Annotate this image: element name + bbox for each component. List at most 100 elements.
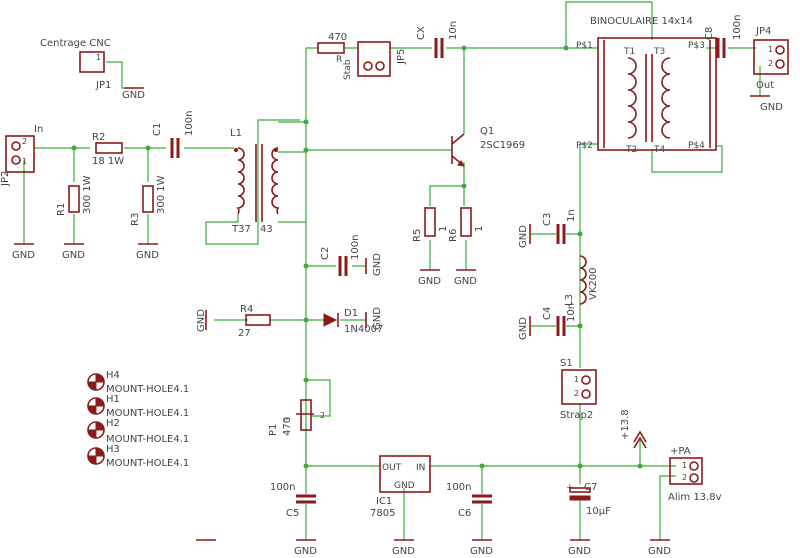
svg-text:1: 1 — [682, 461, 687, 470]
svg-text:10n: 10n — [448, 21, 459, 40]
svg-text:MOUNT-HOLE4.1: MOUNT-HOLE4.1 — [106, 408, 189, 419]
resistor-r5: R5 1 — [412, 207, 449, 242]
svg-text:+PA: +PA — [670, 446, 691, 457]
svg-text:R5: R5 — [412, 229, 423, 242]
svg-text:1: 1 — [22, 157, 27, 166]
svg-text:R4: R4 — [240, 304, 253, 315]
capacitor-c4: C4 10n — [542, 303, 577, 336]
svg-text:2SC1969: 2SC1969 — [480, 140, 525, 151]
svg-text:Strap2: Strap2 — [560, 410, 593, 421]
svg-text:2: 2 — [768, 59, 773, 68]
capacitor-c3: C3 1n — [542, 209, 577, 244]
svg-text:1: 1 — [474, 226, 485, 232]
svg-text:GND: GND — [518, 225, 529, 248]
svg-text:T37: T37 — [231, 224, 251, 235]
svg-text:C8: C8 — [704, 27, 715, 40]
connector-pa: +PA 1 2 Alim 13.8v — [668, 446, 722, 503]
svg-text:300 1W: 300 1W — [156, 175, 167, 214]
capacitor-c7: + C7 10µF — [566, 482, 611, 517]
svg-text:JP1: JP1 — [95, 80, 111, 91]
svg-text:GND: GND — [392, 546, 415, 557]
svg-text:VK200: VK200 — [588, 268, 599, 301]
svg-text:100n: 100n — [732, 15, 743, 40]
resistor-r3: R3 300 1W — [130, 175, 167, 226]
svg-text:MOUNT-HOLE4.1: MOUNT-HOLE4.1 — [106, 384, 189, 395]
svg-text:GND: GND — [418, 276, 441, 287]
svg-text:C7: C7 — [584, 482, 597, 493]
svg-text:P$1: P$1 — [576, 41, 593, 51]
capacitor-c6: 100n C6 — [446, 482, 492, 519]
inductor-l3: L3 VK200 — [564, 255, 599, 306]
connector-jp1: Centrage CNC 1 JP1 — [40, 38, 111, 91]
svg-text:2: 2 — [320, 411, 325, 420]
svg-text:+: + — [566, 483, 574, 493]
svg-text:P$2: P$2 — [576, 141, 593, 151]
mounting-holes: H4 MOUNT-HOLE4.1 H1 MOUNT-HOLE4.1 H2 MOU… — [87, 370, 189, 469]
svg-text:JP5: JP5 — [396, 49, 407, 65]
svg-text:10n: 10n — [566, 303, 577, 322]
svg-text:H3: H3 — [106, 444, 120, 455]
capacitor-c2: C2 100n — [320, 235, 361, 276]
mount-hole-h1: H1 MOUNT-HOLE4.1 — [87, 394, 189, 419]
svg-text:GND: GND — [122, 90, 145, 101]
svg-text:IC1: IC1 — [376, 496, 392, 507]
svg-text:7805: 7805 — [370, 508, 395, 519]
svg-text:Out: Out — [756, 80, 774, 91]
svg-text:MOUNT-HOLE4.1: MOUNT-HOLE4.1 — [106, 434, 189, 445]
svg-text:OUT: OUT — [382, 463, 402, 473]
svg-text:GND: GND — [372, 253, 383, 276]
svg-text:P1: P1 — [268, 424, 279, 436]
svg-text:100n: 100n — [270, 482, 295, 493]
svg-text:470: 470 — [282, 417, 293, 436]
svg-text:C1: C1 — [152, 123, 163, 136]
svg-text:CX: CX — [416, 26, 427, 40]
svg-text:C2: C2 — [320, 247, 331, 260]
svg-text:GND: GND — [294, 546, 317, 557]
svg-text:L3: L3 — [564, 294, 575, 306]
svg-text:R6: R6 — [448, 229, 459, 242]
svg-text:D1: D1 — [344, 308, 358, 319]
svg-text:BINOCULAIRE 14x14: BINOCULAIRE 14x14 — [590, 16, 693, 27]
svg-text:T3: T3 — [653, 47, 665, 57]
svg-text:3: 3 — [283, 417, 292, 422]
svg-text:470: 470 — [328, 32, 347, 43]
capacitor-cx: CX 10n — [416, 21, 459, 58]
svg-text:GND: GND — [12, 250, 35, 261]
svg-text:MOUNT-HOLE4.1: MOUNT-HOLE4.1 — [106, 458, 189, 469]
connector-jp2: In 2 1 JP2 — [0, 124, 43, 187]
svg-text:GND: GND — [196, 309, 207, 332]
svg-text:Stab: Stab — [343, 59, 353, 80]
svg-text:R1: R1 — [56, 203, 67, 216]
resistor-r1: R1 300 1W — [56, 175, 93, 216]
resistor-470: 470 R Stab — [317, 32, 353, 80]
svg-text:GND: GND — [454, 276, 477, 287]
svg-text:H1: H1 — [106, 394, 120, 405]
svg-text:1: 1 — [438, 226, 449, 232]
svg-text:1: 1 — [768, 45, 773, 54]
svg-text:GND: GND — [394, 481, 415, 491]
mount-hole-h2: H2 MOUNT-HOLE4.1 — [87, 418, 189, 445]
svg-text:In: In — [34, 124, 43, 135]
svg-text:100n: 100n — [446, 482, 471, 493]
svg-text:2: 2 — [574, 389, 579, 398]
svg-text:GND: GND — [372, 307, 383, 330]
svg-text:R2: R2 — [92, 132, 105, 143]
resistor-r4: R4 27 — [238, 304, 271, 339]
resistor-r6: R6 1 — [448, 207, 485, 242]
mount-hole-h3: H3 MOUNT-HOLE4.1 — [87, 444, 189, 469]
svg-text:GND: GND — [470, 546, 493, 557]
svg-text:C5: C5 — [286, 508, 299, 519]
svg-text:C4: C4 — [542, 307, 553, 320]
transformer-l1: L1 T37 43 — [230, 128, 280, 235]
svg-text:1n: 1n — [566, 209, 577, 222]
resistor-r2: R2 18 1W — [92, 132, 124, 167]
svg-text:P$4: P$4 — [688, 141, 705, 151]
capacitor-c8: C8 100n — [704, 15, 743, 58]
svg-text:GND: GND — [760, 102, 783, 113]
svg-text:GND: GND — [136, 250, 159, 261]
svg-text:2: 2 — [22, 137, 27, 146]
potentiometer-p1: 3 2 P1 470 — [268, 399, 325, 436]
regulator-ic1: OUT IN GND IC1 7805 — [370, 455, 431, 519]
svg-text:10µF: 10µF — [586, 506, 611, 517]
